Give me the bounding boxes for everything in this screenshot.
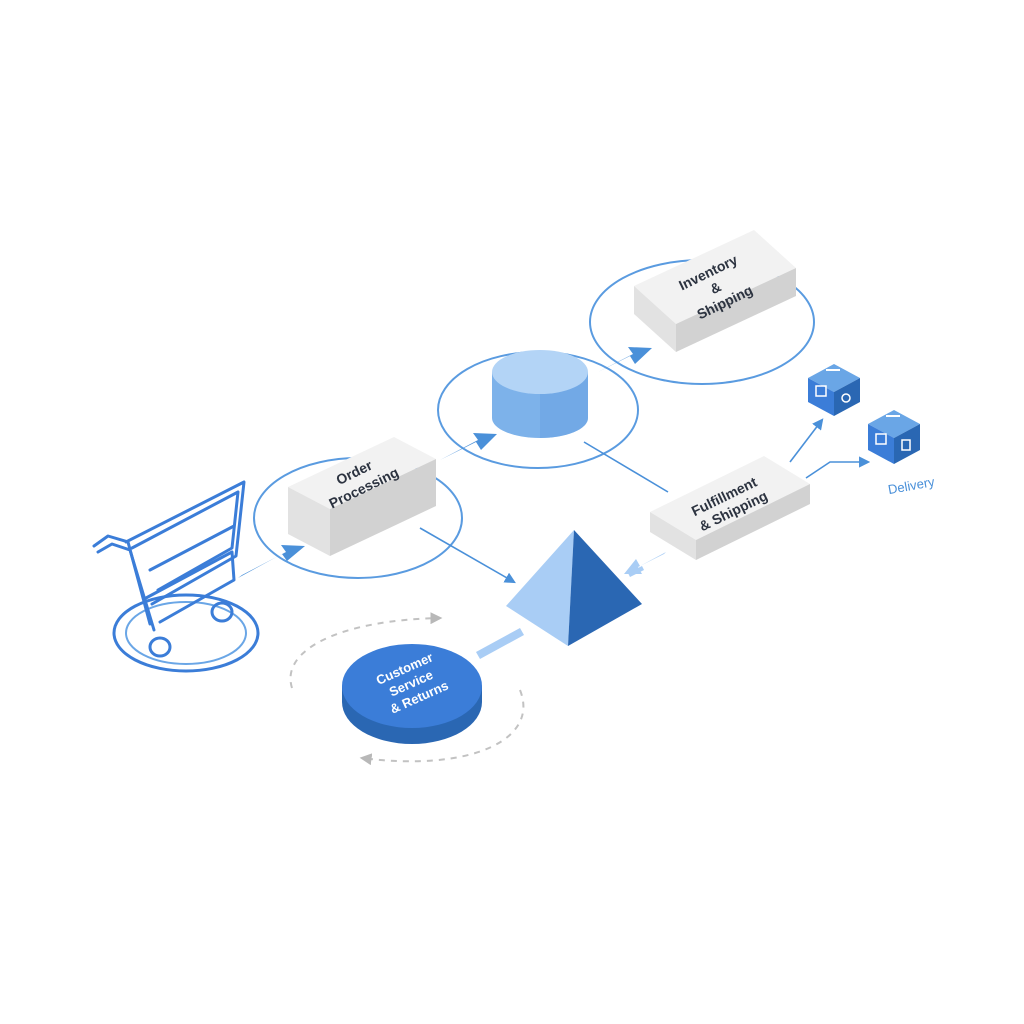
connector-order-to-pyramid bbox=[419, 527, 516, 584]
order-processing-box: Order Processing bbox=[288, 437, 436, 556]
connector-fulfillment-to-package-top bbox=[789, 418, 824, 463]
database-cylinder-icon bbox=[492, 350, 588, 438]
flow-arrow-customer-to-pyramid bbox=[476, 628, 524, 659]
flow-arrow-order-to-database bbox=[436, 433, 497, 462]
delivery-label: Delivery bbox=[887, 474, 936, 497]
connector-database-to-fulfillment bbox=[583, 441, 669, 493]
inventory-shipping-box: Inventory & Shipping bbox=[634, 230, 796, 352]
svg-text:Customer Service &: Customer Service & Returns bbox=[374, 648, 452, 717]
flow-arrow-fulfillment-to-pyramid bbox=[624, 552, 666, 577]
package-box-icon bbox=[868, 410, 920, 464]
fulfillment-shipping-box: Fulfillment & Shipping bbox=[650, 456, 810, 560]
customer-service-disc: Customer Service & Returns bbox=[342, 644, 482, 744]
returns-loop-dashed-bottom bbox=[359, 689, 525, 766]
returns-loop-dashed-top bbox=[289, 612, 443, 689]
shopping-cart-icon bbox=[92, 480, 260, 673]
flow-arrow-database-to-inventory bbox=[594, 347, 652, 374]
package-box-icon bbox=[808, 364, 860, 416]
connector-fulfillment-to-package-bottom bbox=[805, 456, 871, 479]
flow-arrow-cart-to-order bbox=[238, 545, 305, 578]
pyramid-hub-icon bbox=[506, 530, 642, 646]
